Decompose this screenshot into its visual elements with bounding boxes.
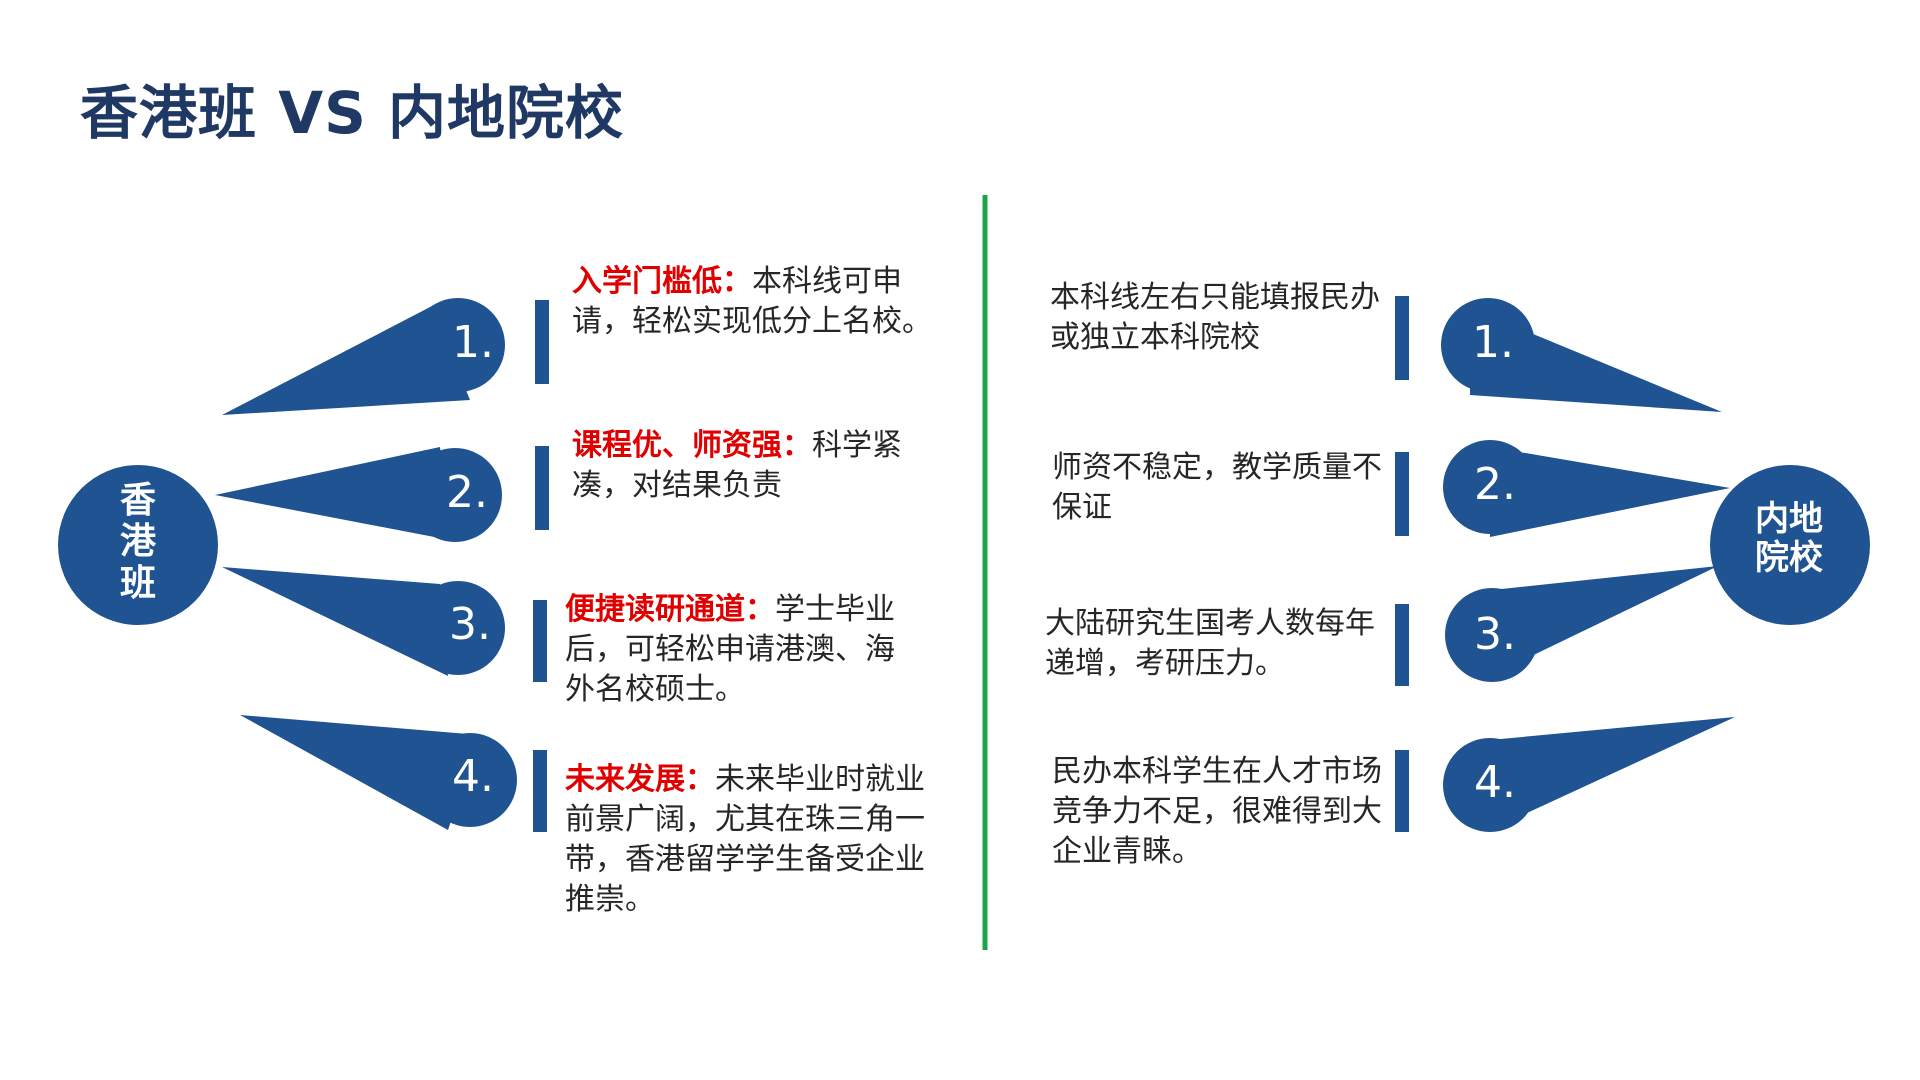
left-bar-4 bbox=[533, 750, 547, 832]
right-spike-3 bbox=[1492, 566, 1718, 675]
left-hub-label: 香 港 班 bbox=[78, 480, 198, 604]
right-item-1-text: 本科线左右只能填报民办或独立本科院校 bbox=[1050, 280, 1380, 355]
right-bar-1 bbox=[1395, 296, 1409, 380]
right-bar-3 bbox=[1395, 604, 1409, 686]
left-hub-circle bbox=[58, 465, 218, 625]
right-item-4: 民办本科学生在人才市场竞争力不足，很难得到大企业青睐。 bbox=[1052, 752, 1382, 872]
right-item-4-text: 民办本科学生在人才市场竞争力不足，很难得到大企业青睐。 bbox=[1052, 754, 1382, 869]
left-item-2-highlight: 课程优、师资强： bbox=[572, 428, 812, 463]
left-spike-1 bbox=[222, 306, 470, 415]
left-item-2: 课程优、师资强：科学紧凑，对结果负责 bbox=[572, 426, 912, 506]
right-number-4: 4. bbox=[1474, 757, 1516, 808]
left-item-3-highlight: 便捷读研通道： bbox=[565, 592, 775, 627]
left-number-4: 4. bbox=[452, 751, 494, 802]
left-number-1: 1. bbox=[452, 317, 494, 368]
left-node-3 bbox=[411, 581, 505, 675]
left-item-4: 未来发展：未来毕业时就业前景广阔，尤其在珠三角一带，香港留学学生备受企业推崇。 bbox=[565, 760, 927, 920]
left-item-1-highlight: 入学门槛低： bbox=[572, 264, 752, 299]
left-bar-2 bbox=[535, 446, 549, 530]
left-spike-4 bbox=[240, 715, 480, 830]
left-number-2: 2. bbox=[446, 467, 488, 518]
right-hub-label: 内地 院校 bbox=[1714, 499, 1864, 579]
right-bar-4 bbox=[1395, 750, 1409, 832]
left-item-1: 入学门槛低：本科线可申请，轻松实现低分上名校。 bbox=[572, 262, 952, 342]
left-bar-1 bbox=[535, 300, 549, 384]
right-number-2: 2. bbox=[1474, 459, 1516, 510]
right-spike-4 bbox=[1490, 717, 1735, 830]
right-node-1 bbox=[1441, 298, 1535, 392]
right-hub-circle bbox=[1710, 465, 1870, 625]
left-item-3-text: 学士毕业后，可轻松申请港澳、海外名校硕士。 bbox=[565, 592, 895, 707]
left-node-4 bbox=[423, 733, 517, 827]
left-number-3: 3. bbox=[449, 599, 491, 650]
left-spike-2 bbox=[215, 447, 450, 540]
left-hub-label-line: 班 bbox=[119, 562, 156, 604]
left-item-4-highlight: 未来发展： bbox=[565, 762, 715, 797]
right-item-2-text: 师资不稳定，教学质量不保证 bbox=[1052, 450, 1382, 525]
left-item-2-text: 科学紧凑，对结果负责 bbox=[572, 428, 902, 503]
left-item-1-text: 本科线可申请，轻松实现低分上名校。 bbox=[572, 264, 932, 339]
right-hub-label-line: 院校 bbox=[1755, 538, 1823, 579]
right-spike-2 bbox=[1490, 447, 1730, 537]
left-bar-3 bbox=[533, 600, 547, 682]
left-hub-label-line: 香 bbox=[119, 480, 156, 521]
left-node-1 bbox=[411, 298, 505, 392]
page-title: 香港班 VS 内地院校 bbox=[80, 79, 625, 147]
left-item-4-text: 未来毕业时就业前景广阔，尤其在珠三角一带，香港留学学生备受企业推崇。 bbox=[565, 762, 925, 917]
right-item-3-text: 大陆研究生国考人数每年递增，考研压力。 bbox=[1045, 606, 1375, 681]
left-item-3: 便捷读研通道：学士毕业后，可轻松申请港澳、海外名校硕士。 bbox=[565, 590, 905, 710]
right-item-2: 师资不稳定，教学质量不保证 bbox=[1052, 448, 1382, 528]
right-item-3: 大陆研究生国考人数每年递增，考研压力。 bbox=[1045, 604, 1385, 684]
right-hub-label-line: 内地 bbox=[1755, 499, 1823, 539]
left-spike-3 bbox=[222, 567, 448, 676]
right-bar-2 bbox=[1395, 452, 1409, 536]
right-number-1: 1. bbox=[1472, 317, 1514, 368]
left-hub-label-line: 港 bbox=[119, 521, 156, 563]
right-node-2 bbox=[1443, 440, 1537, 534]
right-node-4 bbox=[1443, 738, 1537, 832]
right-node-3 bbox=[1445, 588, 1539, 682]
left-node-2 bbox=[408, 448, 502, 542]
right-item-1: 本科线左右只能填报民办或独立本科院校 bbox=[1050, 278, 1380, 358]
right-number-3: 3. bbox=[1474, 609, 1516, 660]
